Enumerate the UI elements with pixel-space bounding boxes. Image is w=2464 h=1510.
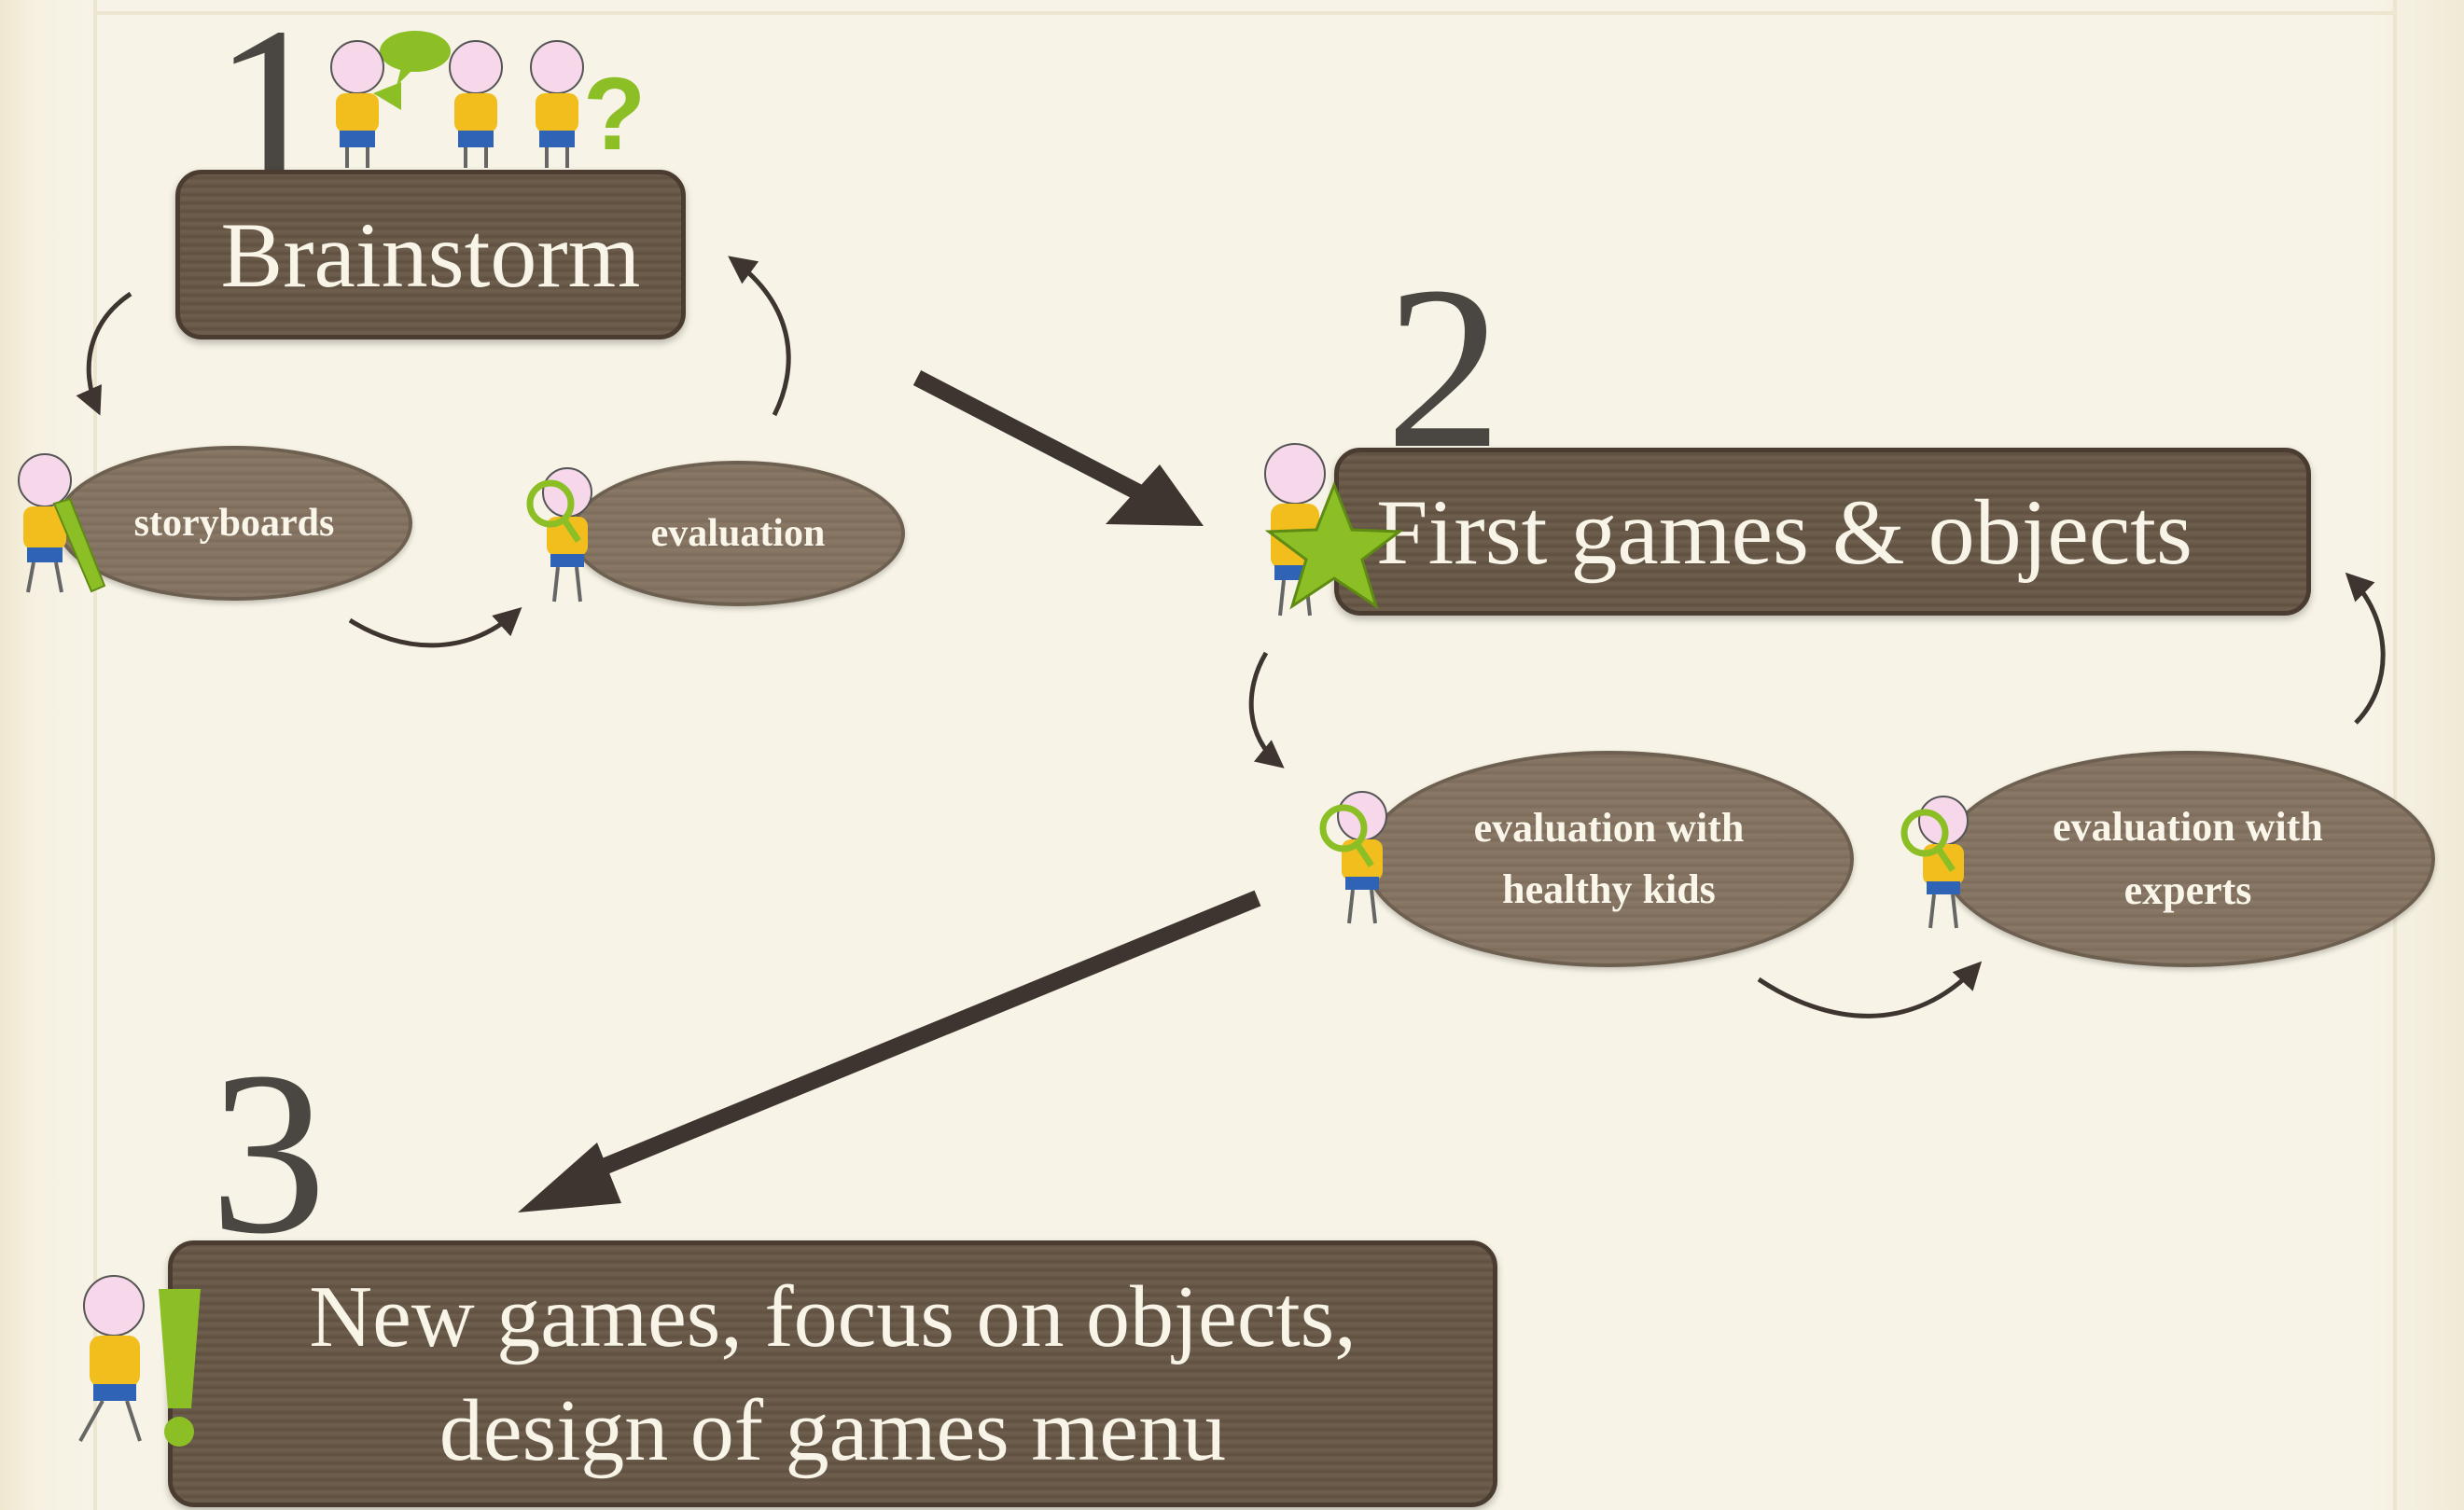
- kid-with-exclamation-icon: [78, 1275, 201, 1447]
- kid-with-magnifier-icon: [526, 467, 592, 603]
- stage-3-title: New games, focus on objects, design of g…: [309, 1268, 1357, 1479]
- ellipse-label: evaluation with experts: [2053, 804, 2323, 913]
- cycle-arrow-storyboards-to-evaluation: [348, 606, 522, 648]
- stage-1-title: Brainstorm: [220, 202, 641, 307]
- ellipse-label: evaluation: [650, 512, 826, 555]
- frame-top-line: [93, 11, 2397, 15]
- flow-arrow-1-to-2: [912, 370, 1204, 526]
- ellipse-label: evaluation with healthy kids: [1473, 805, 1745, 912]
- stage-1-box: Brainstorm: [175, 170, 686, 339]
- kid-with-magnifier-icon: [1900, 796, 1969, 929]
- cycle-arrow-brainstorm-to-storyboards: [76, 291, 132, 416]
- ellipse-label: storyboards: [133, 502, 335, 545]
- cycle-arrow-evaluation-to-brainstorm: [728, 256, 791, 417]
- stage-3-number: 3: [210, 1024, 327, 1282]
- kid-with-crayon-icon: [18, 453, 106, 593]
- cycle-arrow-experts-to-first-games: [2345, 572, 2386, 725]
- frame-right-line: [2393, 0, 2397, 1510]
- stage-2-title: First games & objects: [1376, 479, 2193, 584]
- stage-1-evaluation-ellipse: evaluation: [571, 461, 905, 606]
- svg-text:?: ?: [583, 57, 646, 172]
- kid-with-magnifier-icon: [1319, 791, 1387, 924]
- stage-1-storyboards-ellipse: storyboards: [56, 446, 412, 601]
- stage-3-box: New games, focus on objects, design of g…: [168, 1240, 1497, 1507]
- frame-left-line: [93, 0, 97, 1510]
- stage-2-number: 2: [1385, 239, 1502, 497]
- cycle-arrow-kids-to-experts: [1757, 961, 1983, 1018]
- stage-2-healthy-kids-ellipse: evaluation with healthy kids: [1364, 751, 1854, 967]
- flow-arrow-2-to-3: [518, 890, 1261, 1212]
- stage-2-experts-ellipse: evaluation with experts: [1941, 751, 2435, 967]
- kid-with-star-icon: [1264, 443, 1404, 616]
- cycle-arrow-first-games-to-kids: [1248, 651, 1285, 769]
- kids-group-icon: ?: [330, 31, 646, 172]
